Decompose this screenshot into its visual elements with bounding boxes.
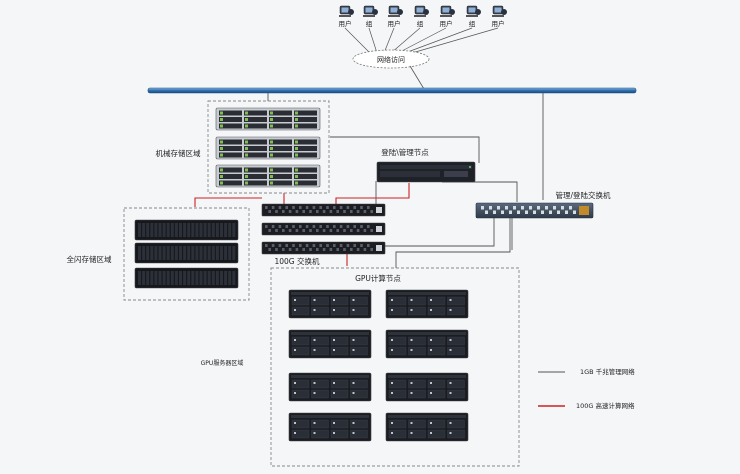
flash-storage-zone-box [123, 207, 250, 301]
user-icon-6: 用户 [492, 5, 507, 28]
login-mgmt-node-label: 登陆\管理节点 [381, 147, 429, 157]
user-icon-5: 组 [466, 5, 481, 28]
network-access-cloud: 网络访问 [352, 49, 430, 69]
gpu-server-0 [288, 289, 372, 319]
gpu-server-1 [385, 289, 469, 319]
gpu-server-2 [288, 329, 372, 359]
user-label-0: 用户 [339, 19, 352, 28]
mech-storage-server-0 [215, 107, 321, 131]
user-icon-2: 用户 [388, 5, 403, 28]
100g-switch-label: 100G 交换机 [274, 256, 320, 266]
legend: 1GB 千兆管理网络 100G 高速计算网络 [538, 367, 635, 410]
user-line-2 [383, 27, 395, 54]
gpu-server-5 [385, 372, 469, 402]
user-label-6: 用户 [492, 19, 505, 28]
flash-storage-server-0 [134, 219, 239, 241]
gpu-nodes-label: GPU计算节点 [355, 273, 401, 283]
flash-storage-server-1 [134, 242, 239, 264]
user-line-3 [390, 27, 421, 54]
mech-storage-to-login-node-line [330, 136, 480, 163]
mgmt-switch-to-100g-line [370, 218, 495, 247]
gpu-server-3 [385, 329, 469, 359]
highspeed-compute-lines [194, 183, 410, 266]
mech-storage-zone-box [207, 100, 330, 194]
user-label-3: 组 [417, 19, 424, 28]
mech-storage-server-1 [215, 136, 321, 160]
login-node-to-mgmt-switch-line [442, 181, 518, 202]
flash-storage-servers [134, 219, 239, 289]
100g-switch-stack [261, 203, 386, 255]
mgmt-switch-to-gpu-line-a [395, 218, 511, 268]
flash-storage-label: 全闪存储区域 [67, 254, 112, 264]
network-backbone-bar [147, 87, 637, 94]
user-icon-3: 组 [414, 5, 429, 28]
user-line-4 [397, 27, 447, 54]
mech-storage-server-2 [215, 164, 321, 188]
user-line-0 [344, 27, 371, 54]
user-line-5 [404, 27, 473, 54]
user-label-4: 用户 [440, 19, 453, 28]
user-icons-row: 用户 组 用户 组 用户 组 用户 [339, 5, 507, 28]
user-label-1: 组 [366, 19, 373, 28]
gpu-compute-servers [288, 289, 469, 442]
gpu-server-7 [385, 412, 469, 442]
legend-label-gigabit: 1GB 千兆管理网络 [580, 367, 635, 376]
gpu-server-4 [288, 372, 372, 402]
gpu-area-label: GPU服务器区域 [201, 359, 244, 367]
user-icon-1: 组 [363, 5, 378, 28]
mech-storage-servers [215, 107, 321, 188]
mech-storage-label: 机械存储区域 [156, 148, 201, 158]
mgmt-login-switch-label: 管理/登陆交换机 [555, 190, 611, 200]
user-label-5: 组 [469, 19, 476, 28]
user-access-lines [344, 27, 499, 54]
flash-storage-server-2 [134, 267, 239, 289]
login-mgmt-node-server [376, 161, 476, 183]
gpu-zone-box [270, 267, 520, 467]
100g-switch-2 [261, 241, 386, 255]
user-label-2: 用户 [388, 19, 401, 28]
user-icon-4: 用户 [440, 5, 455, 28]
user-line-6 [411, 27, 499, 54]
login-node-to-100g-red-line [335, 183, 410, 206]
100g-switch-0 [261, 203, 386, 217]
legend-label-highspeed: 100G 高速计算网络 [576, 401, 635, 410]
mgmt-login-switch-device [475, 202, 594, 219]
flash-storage-to-100g-line [194, 197, 262, 207]
gpu-server-6 [288, 412, 372, 442]
user-line-1 [368, 27, 378, 54]
cloud-to-backbone-line [409, 65, 425, 90]
100g-switch-1 [261, 222, 386, 236]
user-icon-0: 用户 [339, 5, 354, 28]
network-access-label: 网络访问 [377, 55, 405, 64]
